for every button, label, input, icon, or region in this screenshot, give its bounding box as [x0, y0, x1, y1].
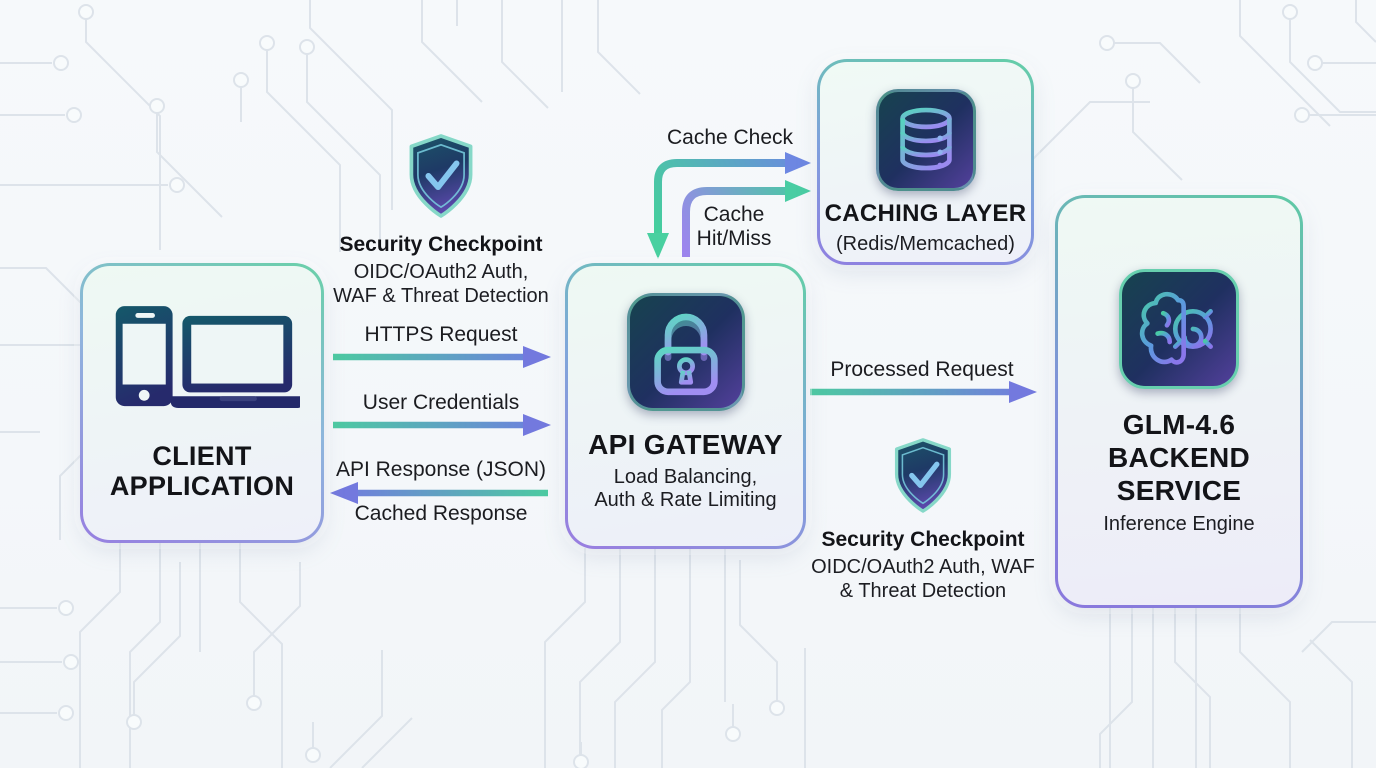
cache-check-label: Cache Check — [666, 126, 794, 149]
user-credentials-label: User Credentials — [362, 391, 520, 414]
padlock-icon — [626, 293, 745, 411]
smartphone-laptop-icon — [104, 302, 304, 420]
api-response-arrow — [330, 482, 548, 504]
shield-check-icon — [890, 437, 956, 519]
api-response-label: API Response (JSON) — [335, 458, 547, 481]
client-title: CLIENT APPLICATION — [109, 441, 295, 501]
brain-gear-icon — [1119, 269, 1239, 389]
security-checkpoint-2-subtitle: OIDC/OAuth2 Auth, WAF & Threat Detection — [811, 556, 1035, 602]
caching-subtitle: (Redis/Memcached) — [836, 233, 1015, 255]
processed-request-label: Processed Request — [830, 358, 1014, 381]
database-icon — [875, 89, 976, 191]
user-credentials-arrow — [333, 414, 551, 436]
backend-subtitle: Inference Engine — [1103, 513, 1255, 535]
caching-title: CACHING LAYER — [824, 200, 1027, 227]
cache-hit-miss-label: Cache Hit/Miss — [696, 203, 772, 250]
https-request-arrow — [333, 346, 551, 368]
node-glm-backend-service: GLM-4.6 BACKEND SERVICE Inference Engine — [1055, 195, 1303, 608]
https-request-label: HTTPS Request — [364, 323, 518, 346]
processed-request-arrow — [810, 381, 1037, 403]
gateway-subtitle: Load Balancing, Auth & Rate Limiting — [594, 466, 777, 511]
security-checkpoint-1: Security Checkpoint OIDC/OAuth2 Auth, WA… — [311, 133, 571, 308]
cached-response-label: Cached Response — [354, 502, 528, 525]
node-api-gateway: API GATEWAY Load Balancing, Auth & Rate … — [565, 263, 806, 549]
security-checkpoint-2: Security Checkpoint OIDC/OAuth2 Auth, WA… — [793, 437, 1053, 603]
gateway-title: API GATEWAY — [588, 429, 783, 460]
shield-check-icon — [404, 133, 478, 224]
security-checkpoint-1-title: Security Checkpoint — [339, 233, 543, 256]
node-caching-layer: CACHING LAYER (Redis/Memcached) — [817, 59, 1034, 265]
backend-title: GLM-4.6 BACKEND SERVICE — [1107, 409, 1251, 506]
node-client-application: CLIENT APPLICATION — [80, 263, 324, 543]
security-checkpoint-1-subtitle: OIDC/OAuth2 Auth, WAF & Threat Detection — [333, 261, 549, 307]
security-checkpoint-2-title: Security Checkpoint — [821, 528, 1025, 551]
